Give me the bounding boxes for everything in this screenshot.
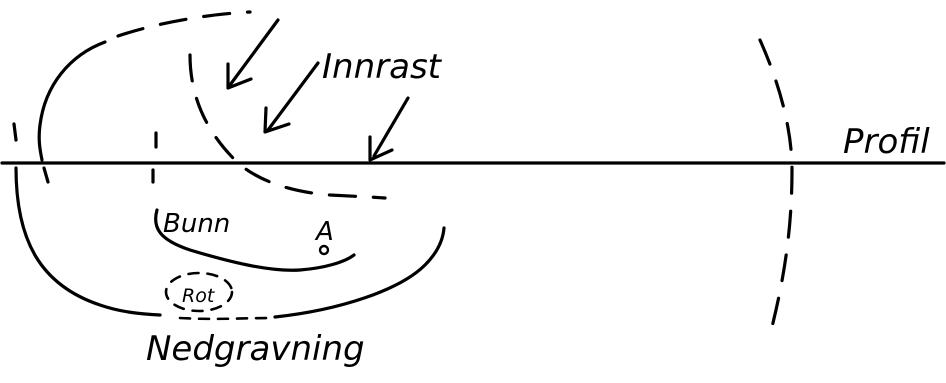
- label-bunn: Bunn: [163, 209, 230, 239]
- arrow-1: [226, 18, 280, 90]
- arrow-2: [263, 61, 320, 134]
- label-rot: Rot: [182, 285, 216, 307]
- nedgravning-outline: [14, 166, 162, 317]
- label-innrast: Innrast: [322, 47, 443, 87]
- bunn-curve: [154, 208, 356, 272]
- outer-arc-upper: [37, 40, 107, 162]
- label-profil: Profil: [843, 122, 930, 162]
- left-mark-1: [12, 122, 18, 142]
- left-mark-2: [42, 166, 50, 184]
- point-a-marker: [318, 244, 330, 256]
- arrow-3: [368, 96, 410, 162]
- right-dashed-arc: [758, 38, 794, 337]
- outer-dashed-arc-top: [116, 10, 252, 38]
- label-nedgravning: Nedgravning: [146, 329, 365, 369]
- nedgravning-dashed-segment: [178, 316, 272, 321]
- nedgravning-outline-right: [273, 226, 446, 319]
- label-point-a: A: [314, 217, 334, 247]
- rot-outline: [164, 271, 234, 313]
- inner-dashed-arc: [188, 53, 387, 200]
